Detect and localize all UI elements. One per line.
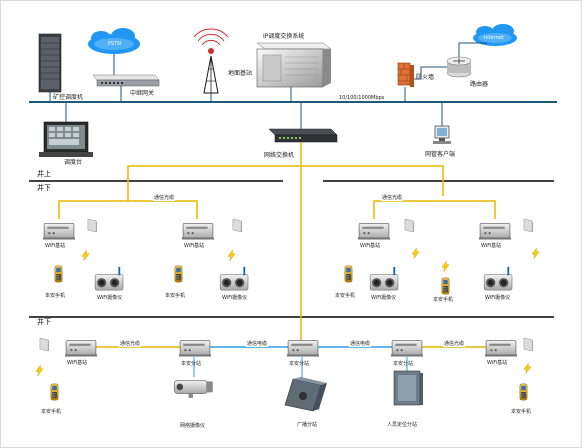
signal-bolt-icon xyxy=(411,248,420,259)
internet-cloud xyxy=(473,24,517,46)
wifi-bs-4-icon xyxy=(479,222,511,241)
signal-bolt-icon xyxy=(35,365,44,376)
signal-bolt-icon xyxy=(523,363,532,374)
fiber-link-right-label: 通信光缆 xyxy=(443,341,466,347)
phone-2-label: 本安手机 xyxy=(165,293,186,299)
wifi-cam-1-label: WiFi摄像仪 xyxy=(97,295,123,301)
zone-below-1-label: 井下 xyxy=(37,184,51,192)
console-label: 调度台 xyxy=(64,159,83,166)
wifi-cam-3-label: WiFi摄像仪 xyxy=(371,295,397,301)
wifi-fiber-right xyxy=(373,200,496,219)
fiber-trunk-right xyxy=(301,165,444,196)
wifi-bs-2-label: WiFi基站 xyxy=(184,243,205,249)
wifi-camera-3-icon xyxy=(369,266,399,291)
ip-switch-server-icon xyxy=(256,42,332,102)
ip-camera-icon xyxy=(173,379,214,399)
intrinsic-phone-2-icon xyxy=(174,265,183,283)
ground-base-station-icon xyxy=(193,28,229,102)
firewall-icon xyxy=(397,62,414,102)
wifi-fiber-left-label: 通信光缆 xyxy=(153,195,176,201)
wifi-cam-4-label: WiFi摄像仪 xyxy=(485,295,511,301)
dispatcher-rack-icon xyxy=(38,33,62,102)
wifi-camera-4-icon xyxy=(483,266,513,291)
wired-bs-right-label: WiFi基站 xyxy=(487,360,508,366)
phone-6-label: 本安手机 xyxy=(511,409,532,415)
dispatcher-label: 矿控调度机 xyxy=(53,94,84,101)
station-1-icon xyxy=(179,339,211,358)
ground-bs-label: 地面基站 xyxy=(228,70,253,77)
personnel-label: 人员定位分站 xyxy=(387,422,418,428)
relay-gateway-label: 中继网关 xyxy=(130,90,155,97)
station-2-label: 本安分站 xyxy=(289,361,310,367)
firewall-label: 防火墙 xyxy=(416,74,435,81)
intrinsic-phone-3-icon xyxy=(344,265,353,283)
net-switch-label: 网络交换机 xyxy=(264,152,295,159)
fiber-link-left-label: 通信光缆 xyxy=(119,341,142,347)
wifi-bs-2-icon xyxy=(182,222,214,241)
intrinsic-phone-5-icon xyxy=(50,383,59,401)
wifi-bs-3-icon xyxy=(358,222,390,241)
wifi-bs-1-icon xyxy=(43,222,75,241)
dispatch-console-icon xyxy=(39,102,93,157)
antenna-1-icon xyxy=(87,218,98,233)
signal-bolt-icon xyxy=(441,261,450,272)
signal-bolt-icon xyxy=(81,250,90,261)
wifi-camera-1-icon xyxy=(94,266,124,291)
bandwidth-label: 10/100/1000Mbps xyxy=(339,95,385,101)
wifi-fiber-right-label: 通信光缆 xyxy=(381,195,404,201)
wired-bs-left-label: WiFi基站 xyxy=(67,360,88,366)
wifi-bs-3-label: WiFi基站 xyxy=(360,243,381,249)
zone-below-2-label: 井下 xyxy=(37,318,51,326)
router-label: 路由器 xyxy=(470,81,489,88)
zone-above-label: 井上 xyxy=(37,170,51,178)
station-3-icon xyxy=(391,339,423,358)
intrinsic-phone-6-icon xyxy=(519,383,528,401)
broadcast-station-icon xyxy=(284,377,327,412)
cable-link-right-label: 通信电缆 xyxy=(349,341,372,347)
wifi-bs-1-label: WiFi基站 xyxy=(45,243,66,249)
phone-5-label: 本安手机 xyxy=(41,409,62,415)
phone-4-label: 本安手机 xyxy=(433,297,454,303)
wired-wifi-bs-left-icon xyxy=(65,339,97,358)
broadcast-label: 广播分站 xyxy=(297,422,318,428)
ip-system-label: IP调度交换系统 xyxy=(263,33,305,40)
net-client-label: 网管客户端 xyxy=(425,151,456,158)
wifi-bs-4-label: WiFi基站 xyxy=(481,243,502,249)
antenna-6-icon xyxy=(523,337,534,352)
intrinsic-phone-1-icon xyxy=(54,265,63,283)
wifi-cam-2-label: WiFi摄像仪 xyxy=(222,295,248,301)
wifi-fiber-left xyxy=(58,165,301,219)
router-icon xyxy=(414,42,487,80)
personnel-station-icon xyxy=(393,370,423,406)
signal-bolt-icon xyxy=(531,248,540,259)
phone-1-label: 本安手机 xyxy=(45,293,66,299)
network-switch-icon xyxy=(268,102,338,143)
station-2-icon xyxy=(287,339,319,358)
antenna-3-icon xyxy=(404,218,415,233)
wifi-camera-2-icon xyxy=(219,266,249,291)
antenna-5-icon xyxy=(39,337,50,352)
antenna-4-icon xyxy=(523,218,534,233)
relay-gateway-icon xyxy=(92,54,160,102)
antenna-2-icon xyxy=(232,218,243,233)
ip-camera-label: 网络摄像仪 xyxy=(180,423,206,429)
wired-wifi-bs-right-icon xyxy=(485,339,517,358)
phone-3-label: 本安手机 xyxy=(335,293,356,299)
pstn-label: PSTN xyxy=(108,41,121,47)
station-1-label: 本安分站 xyxy=(181,361,202,367)
signal-bolt-icon xyxy=(227,250,236,261)
intrinsic-phone-4-icon xyxy=(441,277,450,295)
pstn-cloud xyxy=(88,28,140,54)
internet-label: Internet xyxy=(484,35,504,41)
network-client-icon xyxy=(433,102,451,144)
cable-link-left-label: 通信电缆 xyxy=(246,341,269,347)
station-3-label: 本安分站 xyxy=(393,361,414,367)
